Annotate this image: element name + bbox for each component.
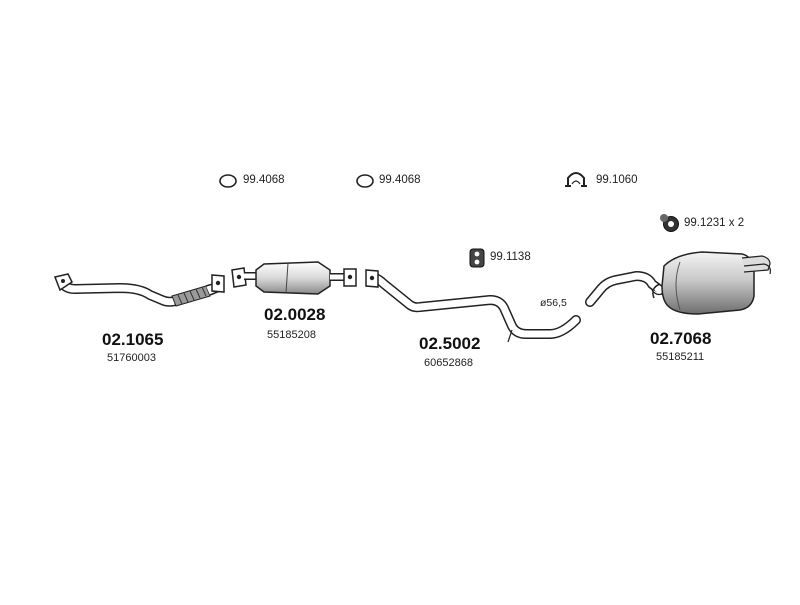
clamp-icon — [565, 172, 587, 187]
oem-number: 55185208 — [267, 329, 316, 341]
flex-bellows-icon — [171, 285, 211, 307]
part-code: 02.5002 — [419, 334, 481, 353]
part-code: 02.0028 — [264, 305, 326, 324]
rubber-hanger-icon — [469, 248, 485, 268]
part-code: 02.1065 — [102, 330, 164, 349]
ring-gasket-icon — [356, 174, 374, 188]
rear-muffler-drawing — [585, 251, 771, 315]
rubber-mount-icon — [660, 214, 679, 232]
ring-gasket-icon — [219, 174, 237, 188]
oem-number: 60652868 — [424, 357, 473, 369]
front-pipe-drawing — [53, 273, 225, 307]
oem-number: 51760003 — [107, 352, 156, 364]
accessory-label: 99.1138 — [490, 251, 531, 263]
accessory-label: 99.4068 — [243, 174, 285, 186]
pipe-diameter-label: ø56,5 — [540, 297, 567, 309]
accessory-label: 99.4068 — [379, 174, 421, 186]
accessory-label: 99.1231 x 2 — [684, 217, 745, 229]
oem-number: 55185211 — [656, 351, 705, 363]
catalytic-converter-drawing — [231, 261, 357, 295]
part-code: 02.7068 — [650, 329, 712, 348]
middle-pipe-drawing — [365, 269, 581, 343]
accessory-label: 99.1060 — [596, 174, 638, 186]
